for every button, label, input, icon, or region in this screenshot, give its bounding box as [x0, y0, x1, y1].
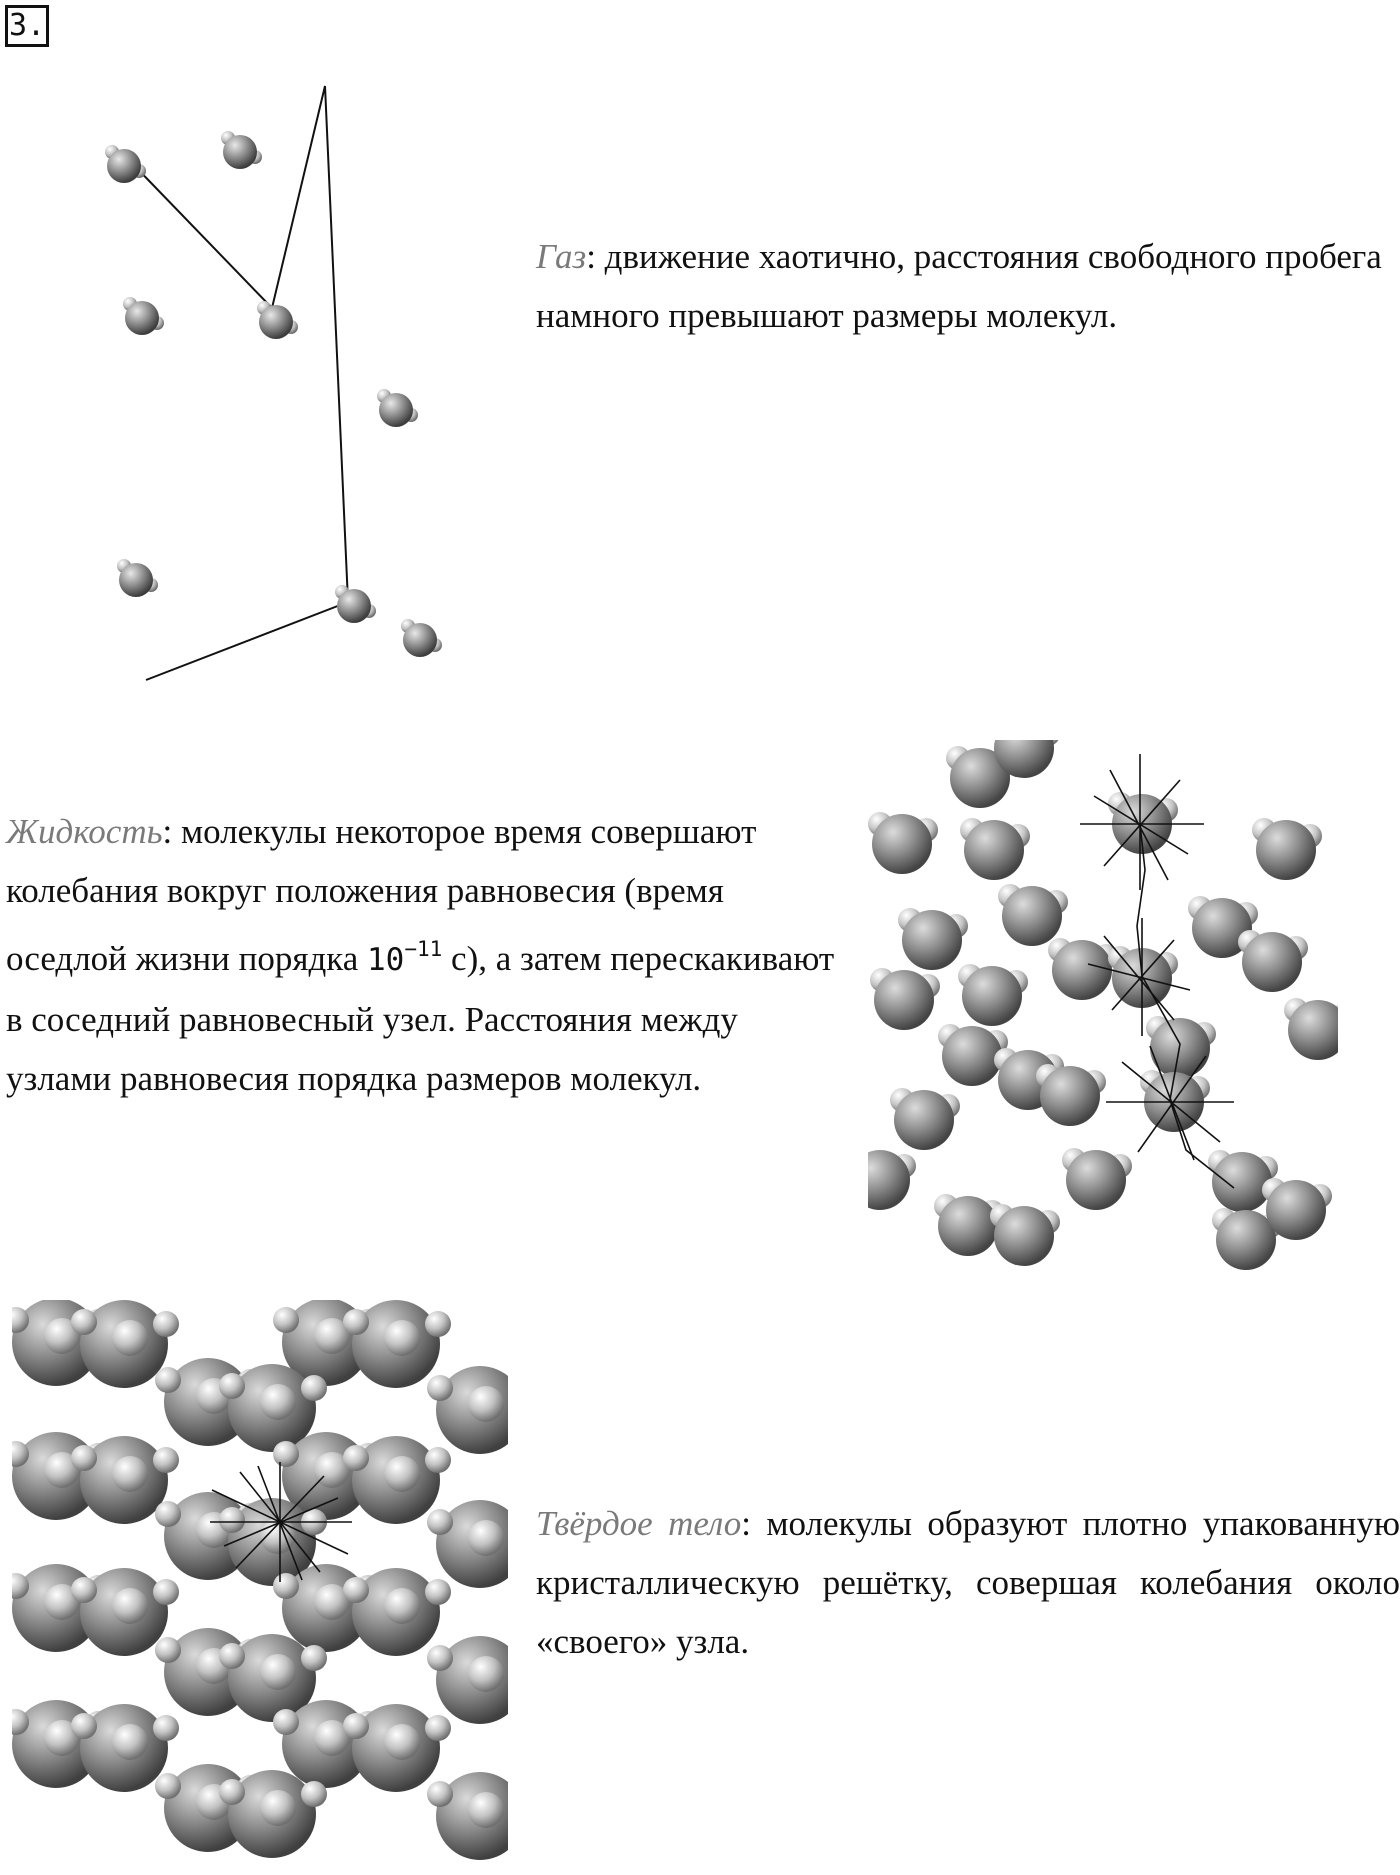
solid-molecule: [343, 1704, 451, 1792]
solid-molecule: [427, 1636, 508, 1724]
power-exponent: −11: [404, 937, 443, 961]
liquid-molecule: [958, 964, 1028, 1026]
time-power: 10−11: [367, 937, 442, 978]
solid-molecule: [427, 1500, 508, 1588]
solid-lattice-figure: [12, 1300, 508, 1860]
gas-molecule: [117, 559, 158, 597]
solid-molecule: [343, 1300, 451, 1388]
liquid-molecule: [960, 818, 1030, 880]
gas-molecule: [123, 297, 164, 335]
gas-molecule: [257, 301, 298, 339]
solid-molecule: [427, 1366, 508, 1454]
liquid-text-before: : молекулы некоторое время совершают кол…: [6, 812, 757, 978]
liquid-molecule: [868, 1148, 916, 1210]
solid-text: : молекулы образуют плотно упакованную к…: [536, 1504, 1400, 1661]
liquid-molecules-figure: [868, 740, 1338, 1270]
gas-term: Газ: [536, 237, 587, 276]
task-number-box: 3.: [5, 5, 49, 47]
gas-description: Газ: движение хаотично, расстояния свобо…: [536, 227, 1386, 345]
liquid-molecule: [898, 908, 968, 970]
liquid-molecule: [1238, 930, 1308, 992]
gas-molecule: [105, 145, 146, 183]
liquid-molecule: [1146, 1016, 1216, 1078]
liquid-description: Жидкость: молекулы некоторое время совер…: [6, 802, 846, 1108]
solid-description: Твёрдое тело: молекулы образуют плотно у…: [536, 1494, 1400, 1671]
liquid-molecule: [1284, 998, 1338, 1060]
liquid-molecule: [868, 812, 938, 874]
liquid-molecule: [990, 1204, 1060, 1266]
liquid-molecule: [1062, 1148, 1132, 1210]
gas-trajectory-line: [126, 85, 350, 681]
solid-molecule: [343, 1568, 451, 1656]
solid-vibration-lines: [210, 1462, 352, 1582]
gas-molecules-figure: [105, 85, 442, 681]
liquid-molecule: [890, 1088, 960, 1150]
liquid-molecule: [1036, 1064, 1106, 1126]
liquid-molecule: [998, 884, 1068, 946]
gas-molecule: [221, 131, 262, 169]
solid-molecule: [427, 1772, 508, 1860]
task-number: 3.: [8, 8, 46, 43]
power-base: 10: [367, 942, 405, 978]
gas-molecule: [377, 389, 418, 427]
solid-term: Твёрдое тело: [536, 1504, 742, 1543]
liquid-molecule: [1252, 818, 1322, 880]
gas-molecule: [335, 585, 376, 623]
gas-text: : движение хаотично, расстояния свободно…: [536, 237, 1382, 335]
liquid-molecule: [870, 968, 940, 1030]
gas-molecule: [401, 619, 442, 657]
solid-molecule: [219, 1770, 327, 1858]
liquid-term: Жидкость: [6, 812, 163, 851]
liquid-text-after: с), а затем перескакивают в соседний рав…: [6, 939, 835, 1098]
liquid-molecule: [934, 1194, 1004, 1256]
liquid-trajectory: [1080, 754, 1235, 1189]
